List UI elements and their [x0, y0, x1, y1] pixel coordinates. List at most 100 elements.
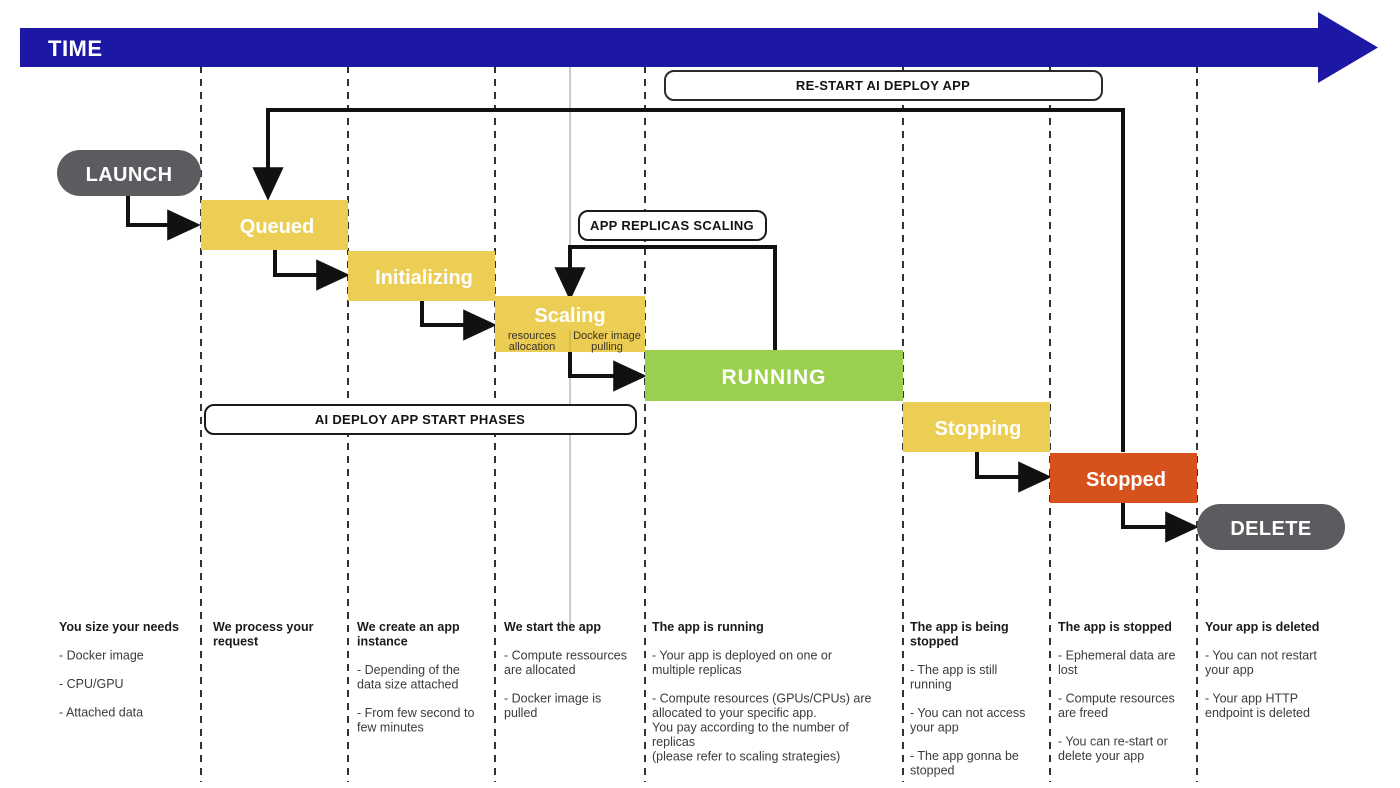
substep-docker-image-pulling-shape [570, 330, 645, 352]
column-item-app-being-stopped-0-line-1: running [910, 678, 952, 692]
connector-scaling-to-running [568, 352, 647, 392]
connector-stopped-to-delete [1121, 503, 1199, 543]
description-column-size-needs: You size your needs - Docker image - CPU/G… [59, 620, 179, 720]
column-item-app-deleted-1-line-0: - Your app HTTP [1205, 692, 1298, 706]
column-item-app-being-stopped-0-line-0: - The app is still [910, 663, 997, 677]
column-title-app-running-line-0: The app is running [652, 620, 764, 634]
state-queued-label: Queued [240, 216, 314, 238]
terminal-delete-label: DELETE [1230, 518, 1311, 540]
column-item-app-running-0-line-1: multiple replicas [652, 663, 742, 677]
description-column-start-app: We start the app- Compute ressourcesare … [504, 620, 627, 720]
state-initializing[interactable]: Initializing [348, 251, 495, 301]
column-title-app-being-stopped-line-1: stopped [910, 635, 959, 649]
column-item-app-stopped-0-line-0: - Ephemeral data are [1058, 649, 1175, 663]
callout-start-phases[interactable]: AI DEPLOY APP START PHASES [204, 404, 637, 435]
terminal-delete-shape [1197, 504, 1345, 550]
state-stopping[interactable]: Stopping [903, 402, 1050, 452]
column-item-app-running-1-line-0: - Compute resources (GPUs/CPUs) are [652, 692, 872, 706]
column-item-app-stopped-2-line-0: - You can re-start or [1058, 735, 1168, 749]
column-item-create-instance-1-line-0: - From few second to [357, 706, 474, 720]
state-initializing-shape [348, 251, 495, 301]
column-item-app-being-stopped-1-line-1: your app [910, 721, 959, 735]
terminal-launch-label: LAUNCH [86, 164, 173, 186]
state-initializing-label: Initializing [375, 267, 473, 289]
column-title-process-request-line-0: We process your [213, 620, 314, 634]
column-item-app-being-stopped-1-line-0: - You can not access [910, 706, 1025, 720]
description-column-app-running: The app is running - Your app is deployed… [652, 620, 872, 764]
state-queued[interactable]: Queued [201, 200, 348, 250]
column-item-app-running-1-line-0: You pay according to the number of [652, 721, 849, 735]
state-running-shape [645, 350, 903, 401]
state-scaling-label: Scaling [534, 305, 605, 327]
connector-replicas-scaling-loop [554, 245, 777, 350]
state-queued-shape [201, 200, 348, 250]
state-stopped-shape [1050, 453, 1197, 503]
column-title-app-deleted-line-0: Your app is deleted [1205, 620, 1319, 634]
column-item-size-needs-0-line-0: - Docker image [59, 649, 144, 663]
callout-start-phases-label: AI DEPLOY APP START PHASES [315, 412, 525, 427]
column-item-size-needs-2-line-0: - Attached data [59, 706, 143, 720]
column-item-app-being-stopped-2-line-1: stopped [910, 764, 955, 778]
state-scaling[interactable]: Scaling resources allocation Docker imag… [495, 296, 645, 353]
description-column-app-deleted: Your app is deleted - You can not restart… [1205, 620, 1319, 720]
state-stopped-label: Stopped [1086, 469, 1166, 491]
callout-restart-label: RE-START AI DEPLOY APP [796, 78, 970, 93]
connector-restart-loop [252, 108, 1125, 452]
column-item-app-stopped-0-line-1: lost [1058, 663, 1078, 677]
substep-resources-allocation-line1: resources [508, 330, 557, 342]
terminal-launch[interactable]: LAUNCH [57, 150, 201, 196]
callout-restart[interactable]: RE-START AI DEPLOY APP [664, 70, 1103, 101]
connector-launch-to-queued [126, 195, 201, 241]
column-item-app-deleted-0-line-1: your app [1205, 663, 1254, 677]
column-item-app-running-0-line-0: - Your app is deployed on one or [652, 649, 832, 663]
terminal-delete[interactable]: DELETE [1197, 504, 1345, 550]
state-running-label: RUNNING [722, 366, 827, 389]
callout-replicas-scaling[interactable]: APP REPLICAS SCALING [578, 210, 767, 241]
column-item-app-stopped-1-line-1: are freed [1058, 706, 1108, 720]
substep-docker-image-pulling-line2: pulling [591, 341, 623, 353]
column-title-app-being-stopped-line-0: The app is being [910, 620, 1009, 634]
substep-resources-allocation-line2: allocation [509, 341, 555, 353]
column-title-create-instance-line-0: We create an app [357, 620, 460, 634]
connector-queued-to-initializing [273, 250, 350, 291]
connector-initializing-to-scaling [420, 301, 497, 341]
state-running[interactable]: RUNNING [645, 350, 903, 401]
substep-docker-image-pulling-line1: Docker image [573, 330, 641, 342]
column-title-start-app-line-0: We start the app [504, 620, 601, 634]
column-item-create-instance-1-line-1: few minutes [357, 721, 424, 735]
terminal-launch-shape [57, 150, 201, 196]
callout-restart-shape [664, 70, 1103, 101]
column-item-app-stopped-1-line-0: - Compute resources [1058, 692, 1175, 706]
column-item-start-app-0-line-1: are allocated [504, 663, 576, 677]
column-item-app-running-1-line-0: (please refer to scaling strategies) [652, 750, 840, 764]
column-item-app-running-1-line-1: replicas [652, 735, 695, 749]
column-title-create-instance-line-1: instance [357, 635, 408, 649]
column-title-app-stopped-line-0: The app is stopped [1058, 620, 1172, 634]
column-title-process-request-line-1: request [213, 635, 259, 649]
column-title-size-needs-line-0: You size your needs [59, 620, 179, 634]
time-axis-label: TIME [48, 36, 103, 61]
state-stopped[interactable]: Stopped [1050, 453, 1197, 503]
column-item-app-being-stopped-2-line-0: - The app gonna be [910, 749, 1019, 763]
column-item-app-deleted-0-line-0: - You can not restart [1205, 649, 1317, 663]
description-column-app-stopped: The app is stopped - Ephemeral data arelo… [1058, 620, 1175, 763]
callout-start-phases-shape [204, 404, 637, 435]
column-item-create-instance-0-line-1: data size attached [357, 678, 459, 692]
column-item-app-deleted-1-line-1: endpoint is deleted [1205, 706, 1310, 720]
column-item-app-running-1-line-1: allocated to your specific app. [652, 706, 817, 720]
column-item-size-needs-1-line-0: - CPU/GPU [59, 677, 124, 691]
state-stopping-label: Stopping [935, 418, 1022, 440]
callout-replicas-scaling-shape [578, 210, 767, 241]
state-stopping-shape [903, 402, 1050, 452]
state-scaling-shape [495, 296, 645, 330]
time-arrow [20, 12, 1378, 83]
column-item-start-app-1-line-0: - Docker image is [504, 692, 601, 706]
